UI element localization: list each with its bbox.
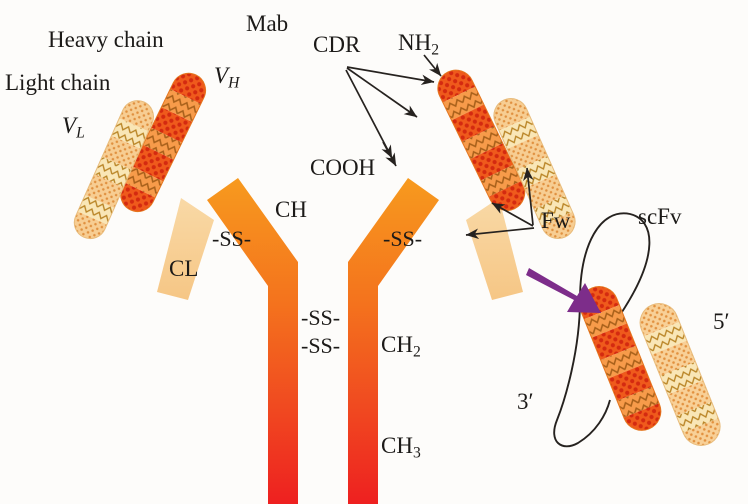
label-ss-core-lower: -SS-: [301, 333, 341, 358]
label-vh: VH: [214, 64, 239, 91]
cdr-arrow-2: [346, 67, 418, 118]
label-ch3-main: CH: [381, 433, 413, 458]
label-nh2: NH2: [398, 31, 439, 58]
cooh-arrow-group: [382, 141, 397, 167]
light-chain-constant-bars: [157, 198, 523, 300]
nh2-arrow-group: [423, 54, 442, 77]
scfv-linker-loop: [553, 212, 651, 448]
heavy-chain-left-stem: [207, 178, 298, 504]
nh2-arrow: [423, 54, 442, 77]
cdr-arrow-group: [345, 66, 435, 159]
label-nh2-main: NH: [398, 30, 432, 55]
label-cdr: CDR: [313, 32, 361, 57]
label-fw: Fw: [541, 208, 571, 233]
cl-left-bar: [157, 198, 214, 300]
label-cl: CL: [169, 256, 199, 281]
fw-arrow-group: [465, 167, 535, 239]
label-nh2-subscript: 2: [431, 41, 440, 59]
antibody-y-body: [207, 178, 439, 504]
label-light-chain: Light chain: [5, 70, 111, 95]
label-vl: VL: [62, 114, 85, 141]
label-five-prime: 5′: [713, 309, 730, 334]
cooh-arrow: [382, 141, 397, 167]
label-three-prime: 3′: [517, 389, 534, 414]
heavy-chain-right-stem: [348, 178, 439, 504]
label-vl-subscript: L: [76, 124, 85, 142]
label-heavy-chain: Heavy chain: [48, 27, 164, 52]
label-ss-right-hinge: -SS-: [383, 226, 423, 251]
label-ss-left-hinge: -SS-: [212, 226, 252, 251]
cl-right-bar: [466, 198, 523, 300]
transformation-arrow: [526, 268, 601, 313]
label-vh-subscript: H: [228, 74, 240, 92]
label-ss-core-upper: -SS-: [301, 305, 341, 330]
label-ch2-main: CH: [381, 332, 413, 357]
scfv-domain-light: [634, 297, 726, 452]
label-ch3-subscript: 3: [412, 444, 421, 462]
label-mab: Mab: [246, 11, 289, 36]
label-ch2-subscript: 2: [412, 343, 421, 361]
label-vh-main: V: [214, 63, 229, 88]
label-ch3: CH3: [381, 434, 421, 461]
label-vl-main: V: [62, 113, 77, 138]
fw-arrow-2: [491, 202, 534, 227]
label-cooh: COOH: [310, 155, 376, 180]
fw-arrow-3: [465, 227, 535, 239]
label-ch: CH: [275, 197, 307, 222]
label-scfv: scFv: [638, 204, 682, 229]
cdr-arrow-1: [346, 66, 435, 86]
domain-vh-right: [431, 64, 531, 217]
label-ch2: CH2: [381, 333, 421, 360]
fw-arrow-1: [523, 167, 534, 226]
domain-vh-left: [114, 67, 212, 218]
